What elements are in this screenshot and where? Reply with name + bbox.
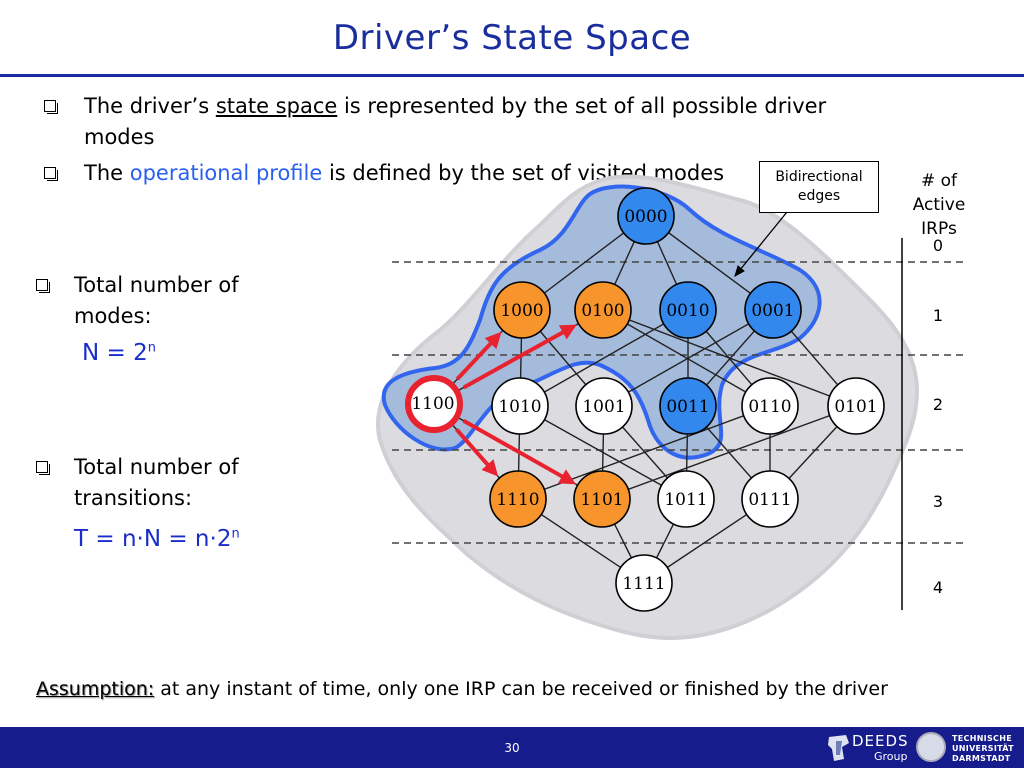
- callout-arrowhead: [734, 265, 745, 278]
- irp-level-0: 0: [932, 236, 944, 255]
- mode-node-0011: 0011: [659, 377, 717, 435]
- transition-arrowhead: [481, 459, 499, 477]
- edge-0110-1110: [517, 405, 771, 500]
- assumption-label: Assumption:: [36, 678, 155, 700]
- mode-node-label: 1110: [496, 490, 539, 510]
- irp-header: # of Active IRPs: [912, 171, 966, 239]
- bullet-state-space: The driver’s state space is represented …: [44, 91, 974, 153]
- transition-arrowhead: [484, 331, 502, 350]
- mode-node-label: 0100: [581, 301, 624, 321]
- mode-node-circle: [659, 281, 717, 339]
- mode-node-0101: 0101: [827, 377, 885, 435]
- mode-node-circle: [493, 281, 551, 339]
- formula-n: N = 2n: [82, 340, 156, 366]
- university-seal-icon: [916, 732, 946, 762]
- transition-arrow-shaft: [455, 337, 497, 381]
- deeds-emblem-icon: [828, 735, 849, 761]
- bullet-box-icon: [44, 167, 58, 181]
- bullet-box-icon: [36, 279, 50, 293]
- mode-node-label: 0010: [666, 301, 709, 321]
- mode-node-label: 1100: [411, 394, 454, 414]
- mode-node-label: 1000: [500, 301, 543, 321]
- mode-node-0001: 0001: [744, 281, 802, 339]
- slide-title: Driver’s State Space: [332, 18, 692, 58]
- bullet-operational-profile: The operational profile is defined by th…: [44, 158, 844, 189]
- mode-node-label: 0011: [666, 397, 709, 417]
- transition-arrowhead: [558, 469, 576, 485]
- bullet-total-transitions: Total number of transitions:: [36, 452, 296, 514]
- footer-bar: 30 DEEDS Group TECHNISCHE UNIVERSITÄT DA…: [0, 727, 1024, 768]
- irp-level-3: 3: [932, 492, 944, 511]
- bidirectional-edges-callout: Bidirectional edges: [759, 161, 879, 213]
- bullet-box-icon: [44, 100, 58, 114]
- edge-0100-0110: [602, 309, 771, 407]
- nodes-layer: 0000 1000 0100 0010 0001 1100 1010 1001 0011 0110…: [405, 187, 885, 612]
- mode-node-circle: [615, 554, 673, 612]
- edge-0010-1010: [519, 309, 689, 407]
- mode-node-circle: [657, 470, 715, 528]
- mode-node-label: 0110: [748, 397, 791, 417]
- mode-node-circle: [573, 470, 631, 528]
- mode-node-circle: [575, 377, 633, 435]
- mode-node-circle: [617, 187, 675, 245]
- bullet-total-modes: Total number of modes:: [36, 270, 296, 332]
- mode-node-label: 0111: [748, 490, 791, 510]
- mode-node-1001: 1001: [575, 377, 633, 435]
- irp-level-4: 4: [932, 578, 944, 597]
- state-space-term: state space: [215, 94, 338, 118]
- edge-0001-1001: [603, 309, 774, 407]
- edge-0101-1101: [601, 405, 857, 500]
- title-rule: [0, 74, 1024, 77]
- mode-node-0100: 0100: [574, 281, 632, 339]
- mode-node-1011: 1011: [657, 470, 715, 528]
- mode-node-circle: [405, 375, 463, 433]
- page-number: 30: [504, 741, 520, 755]
- transition-arrowhead: [558, 324, 577, 340]
- mode-node-circle: [741, 470, 799, 528]
- mode-node-circle: [827, 377, 885, 435]
- tu-darmstadt-logo: TECHNISCHE UNIVERSITÄT DARMSTADT: [914, 730, 1022, 766]
- mode-node-circle: [491, 377, 549, 435]
- irp-level-2: 2: [932, 395, 944, 414]
- transition-arrow-shaft: [462, 327, 570, 390]
- mode-node-circle: [489, 470, 547, 528]
- mode-node-1100: 1100: [405, 375, 463, 433]
- mode-node-label: 1010: [498, 397, 541, 417]
- mode-node-label: 1001: [582, 397, 625, 417]
- mode-node-circle: [574, 281, 632, 339]
- formula-t: T = n·N = n·2n: [74, 526, 240, 552]
- irp-level-1: 1: [932, 306, 944, 325]
- transition-arrow-1100-1110: [455, 428, 499, 477]
- mode-node-1111: 1111: [615, 554, 673, 612]
- operational-profile-term: operational profile: [129, 161, 323, 185]
- transition-arrow-1100-0100: [462, 324, 577, 390]
- transition-arrow-shaft: [455, 428, 494, 471]
- transition-arrow-shaft: [462, 418, 569, 482]
- mode-node-0000: 0000: [617, 187, 675, 245]
- mode-node-1101: 1101: [573, 470, 631, 528]
- mode-node-0010: 0010: [659, 281, 717, 339]
- mode-node-circle: [659, 377, 717, 435]
- mode-node-1010: 1010: [491, 377, 549, 435]
- mode-node-0110: 0110: [741, 377, 799, 435]
- bullet-box-icon: [36, 461, 50, 475]
- callout-pointer: [734, 211, 788, 277]
- mode-node-label: 1011: [664, 490, 707, 510]
- transition-arrow-1100-1101: [462, 418, 576, 485]
- assumption-note: Assumption: at any instant of time, only…: [36, 678, 888, 700]
- mode-node-circle: [744, 281, 802, 339]
- mode-node-circle: [741, 377, 799, 435]
- transition-arrow-1100-1000: [455, 331, 502, 381]
- mode-node-label: 0101: [834, 397, 877, 417]
- mode-node-label: 1111: [622, 574, 665, 594]
- mode-node-label: 0001: [751, 301, 794, 321]
- deeds-logo: DEEDS Group: [826, 732, 908, 764]
- mode-node-1000: 1000: [493, 281, 551, 339]
- mode-node-1110: 1110: [489, 470, 547, 528]
- mode-node-label: 1101: [580, 490, 623, 510]
- mode-node-0111: 0111: [741, 470, 799, 528]
- mode-node-label: 0000: [624, 207, 667, 227]
- transition-arrows-layer: [455, 324, 577, 485]
